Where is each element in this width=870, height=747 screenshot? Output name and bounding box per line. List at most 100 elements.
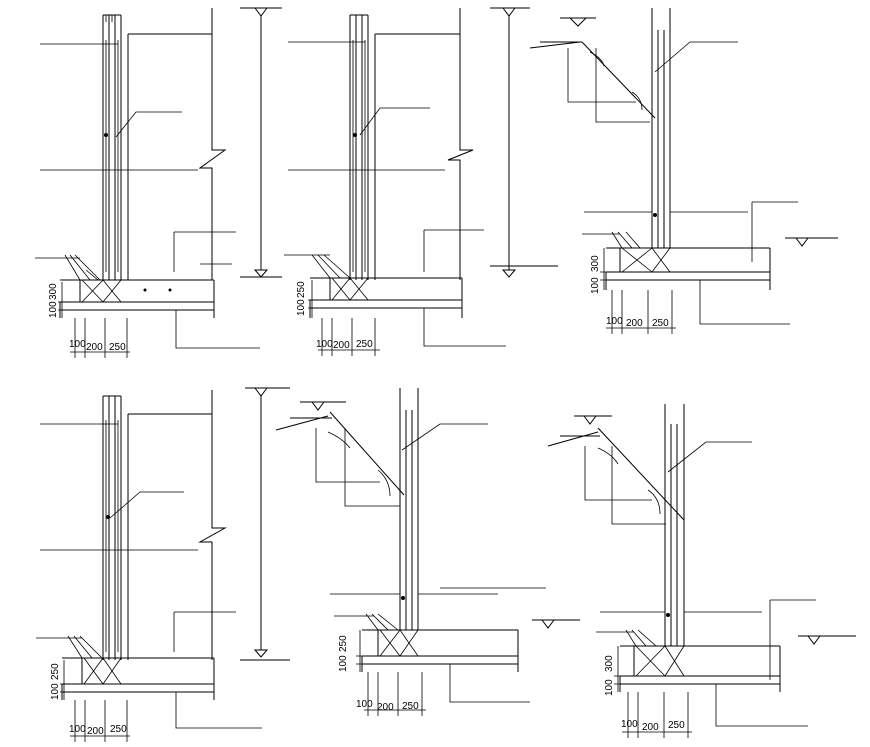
dim-text: 250 <box>338 635 349 652</box>
dim-text: 200 <box>87 726 104 737</box>
rebar-dot <box>666 613 670 617</box>
footing-leader <box>715 684 808 727</box>
vertical-dim-line <box>58 282 66 318</box>
dim-text: 250 <box>296 281 307 298</box>
horizontal-dim-line <box>622 692 692 738</box>
break-line <box>198 390 227 660</box>
footing <box>361 629 519 672</box>
retained-fill-line <box>374 33 460 280</box>
dim-text: 100 <box>296 299 307 316</box>
footing-cross-bars <box>621 247 671 273</box>
rebar-dot <box>104 133 108 137</box>
dim-text: 250 <box>50 663 61 680</box>
rebar-dot <box>653 213 657 217</box>
wall-section <box>102 395 122 660</box>
rebar-dot <box>353 133 357 137</box>
dim-text: 200 <box>377 702 394 713</box>
vertical-dim-line <box>600 248 608 290</box>
footing-leader <box>699 280 790 325</box>
dim-text: 100 <box>316 339 333 350</box>
level-marker-top <box>245 387 290 650</box>
dim-text: 100 <box>69 339 86 350</box>
retaining-wall-detail-3: 100 200 250 300 100 <box>529 8 838 334</box>
dim-text: 100 <box>48 301 59 318</box>
dim-text: 250 <box>109 342 126 353</box>
dim-text: 300 <box>590 255 601 272</box>
footing-cross-bars <box>83 657 122 685</box>
level-marker-bottom <box>240 269 282 278</box>
wall-section <box>651 8 671 248</box>
level-marker-bottom <box>240 649 290 661</box>
footing-cross-bars <box>379 629 419 657</box>
vertical-dim-line <box>60 660 68 700</box>
dim-text: 250 <box>402 701 419 712</box>
dim-text: 250 <box>356 339 373 350</box>
wall-section <box>349 14 369 280</box>
dim-text: 100 <box>604 679 615 696</box>
dim-text: 100 <box>606 316 623 327</box>
soil-hatch <box>36 635 103 659</box>
footing <box>59 279 215 318</box>
dim-text: 200 <box>642 722 659 733</box>
sloped-backfill <box>275 401 405 496</box>
dim-text: 100 <box>590 277 601 294</box>
footing-leader <box>175 310 260 349</box>
dim-text: 100 <box>356 699 373 710</box>
horizontal-dim-line <box>70 700 130 742</box>
footing-leader <box>175 692 262 729</box>
horizontal-dim-line <box>364 672 426 716</box>
footing-leader <box>449 664 530 703</box>
dim-text: 250 <box>668 720 685 731</box>
footing <box>309 277 463 318</box>
leader-lines <box>288 41 484 272</box>
wall-section <box>399 388 419 630</box>
dim-text: 100 <box>69 724 86 735</box>
vertical-dim-line <box>614 646 622 692</box>
level-marker <box>798 635 856 645</box>
rebar-vertical <box>105 40 119 272</box>
break-line <box>198 8 227 280</box>
soil-hatch <box>596 629 657 647</box>
rebar-dot <box>401 596 405 600</box>
soil-hatch <box>35 254 101 281</box>
vertical-dim-line <box>308 280 316 318</box>
footing-cross-bars <box>81 279 122 303</box>
leader-lines <box>600 441 816 680</box>
dim-text: 200 <box>333 340 350 351</box>
rebar-dot <box>168 288 172 292</box>
horizontal-dim-line <box>318 318 380 356</box>
level-marker <box>532 619 580 629</box>
dim-text: 250 <box>652 318 669 329</box>
retained-fill-line <box>127 413 212 660</box>
retaining-wall-detail-1: 100 200 250 300 100 <box>35 7 282 358</box>
sloped-dimension-box <box>584 446 666 525</box>
leader-lines <box>40 43 236 272</box>
bend-arc <box>589 51 643 111</box>
retaining-wall-detail-4: 100 200 250 250 100 <box>36 387 290 742</box>
level-marker <box>785 237 838 247</box>
dim-text: 100 <box>621 719 638 730</box>
horizontal-dim-line <box>70 318 130 358</box>
sloped-backfill <box>529 17 656 119</box>
vertical-dim-line <box>356 630 364 672</box>
soil-hatch <box>334 613 399 631</box>
dim-text: 100 <box>338 655 349 672</box>
dim-text: 250 <box>110 724 127 735</box>
footing <box>619 645 781 692</box>
retaining-wall-detail-2: 100 200 250 250 100 <box>284 7 558 356</box>
wall-section <box>664 404 685 646</box>
dim-text: 200 <box>626 318 643 329</box>
leader-lines <box>584 41 798 262</box>
footing <box>61 657 215 700</box>
footing-leader <box>423 308 506 347</box>
soil-hatch <box>284 254 351 279</box>
rebar-vertical <box>105 420 119 652</box>
bend-arc <box>597 447 661 515</box>
dim-text: 200 <box>86 342 103 353</box>
level-marker-top <box>490 7 530 270</box>
rebar-dot <box>143 288 147 292</box>
level-marker-bottom <box>490 265 558 278</box>
level-marker-top <box>240 7 282 270</box>
dim-text: 100 <box>50 683 61 700</box>
